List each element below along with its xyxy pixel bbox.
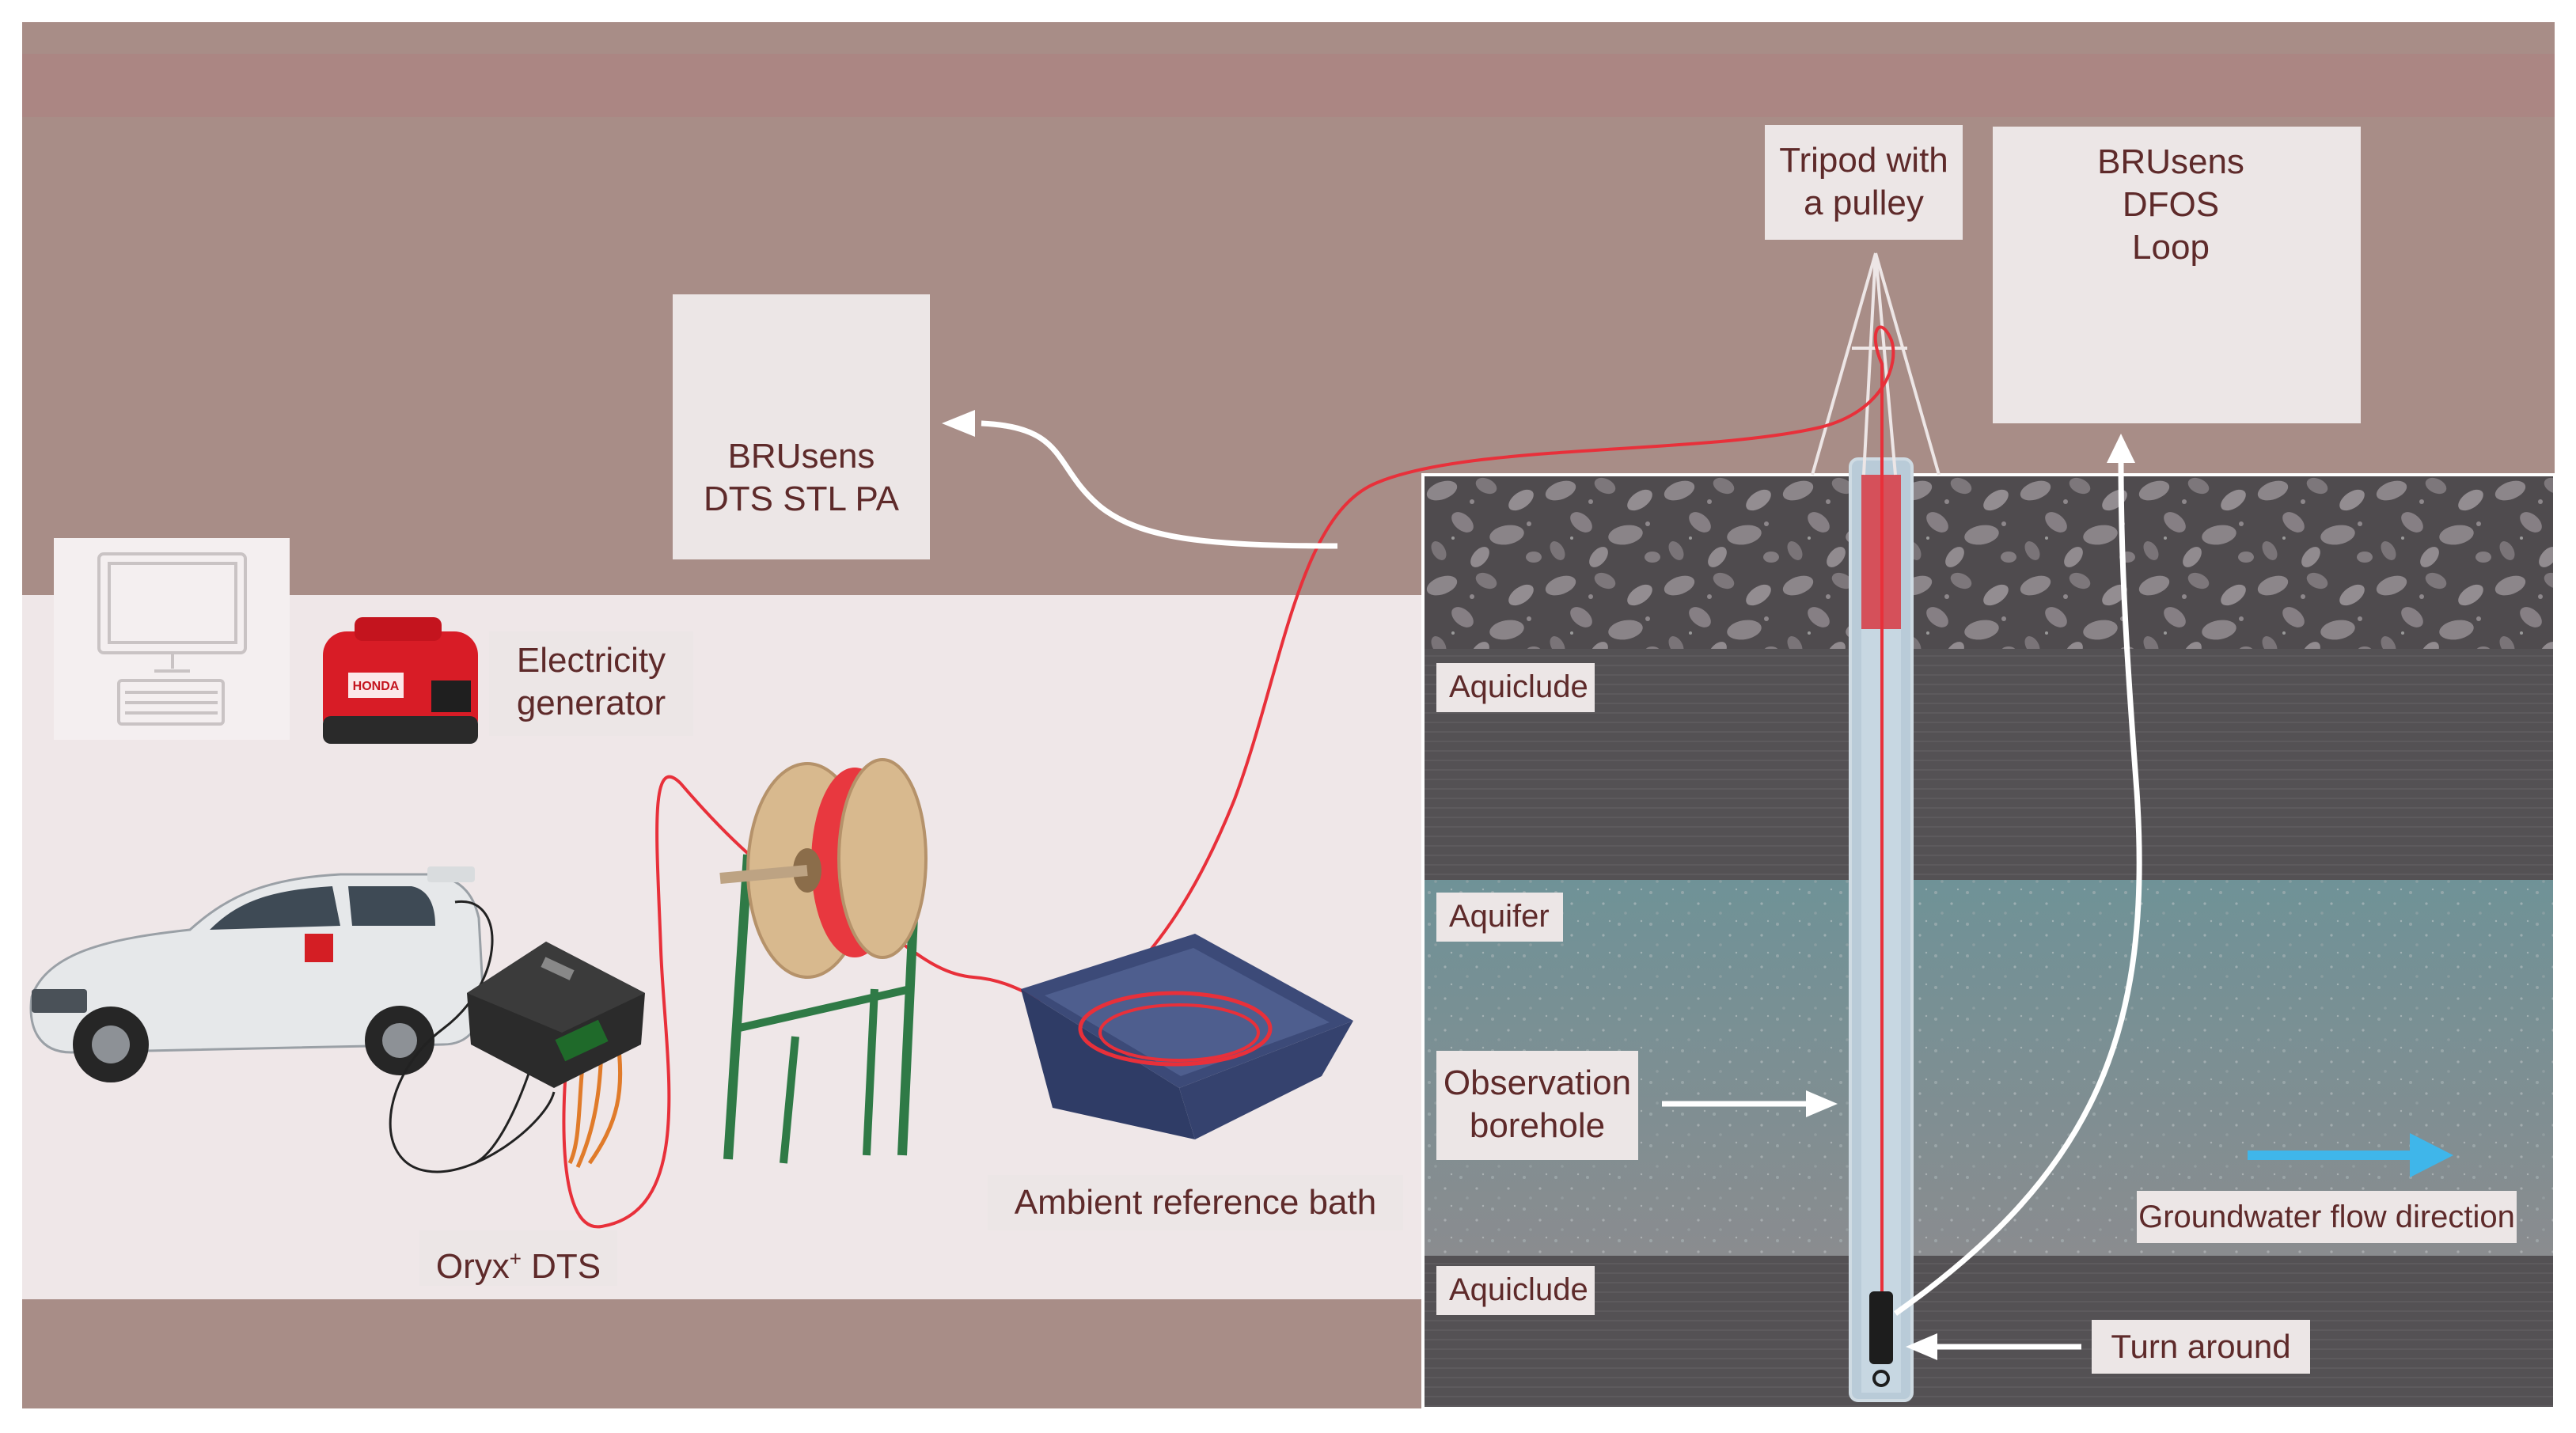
- oryx-dts-label: Oryx+ DTS: [419, 1230, 617, 1286]
- cable-label-panel: BRUsens DTS STL PA: [673, 294, 930, 559]
- oryx-dts-superscript: +: [509, 1246, 522, 1270]
- dfos-loop-panel: BRUsens DFOS Loop: [1993, 127, 2361, 423]
- dts-unit-icon: [467, 942, 645, 1088]
- section-frame: [1421, 473, 2556, 1410]
- subsurface-cross-section: [1421, 473, 2556, 1410]
- loop-callout-arrow: [1893, 458, 2142, 1316]
- cable-reel-icon: [719, 758, 928, 1164]
- dfos-loop-label-line3: Loop: [2132, 228, 2210, 267]
- borehole-label-line1: Observation: [1443, 1063, 1632, 1102]
- generator-icon: HONDA: [323, 617, 478, 744]
- turn-around-pointer-arrowhead: [1906, 1333, 1937, 1360]
- aquiclude-bottom-layer: [1423, 1256, 2555, 1408]
- aquifer-label-text: Aquifer: [1449, 899, 1550, 934]
- reference-bath-icon: [1021, 934, 1353, 1139]
- oryx-dts-name: Oryx: [435, 1246, 510, 1286]
- turn-around-label-text: Turn around: [2111, 1328, 2291, 1365]
- aquifer-label: Aquifer: [1436, 893, 1563, 942]
- tripod-label-line1: Tripod with: [1779, 141, 1948, 180]
- vehicle-to-dts-cable: [389, 900, 556, 1173]
- aquiclude-top-layer: [1423, 649, 2555, 880]
- borehole-label: Observation borehole: [1436, 1051, 1638, 1160]
- groundwater-flow-arrowhead: [2410, 1133, 2453, 1177]
- tripod-icon: [1811, 252, 1941, 476]
- aquiclude-top-label-text: Aquiclude: [1449, 669, 1588, 704]
- generator-label-line2: generator: [516, 684, 666, 722]
- dfos-loop-end-icon: [1869, 1291, 1893, 1387]
- fibre-optic-cable: [562, 325, 1895, 1329]
- dfos-loop-label: BRUsens DFOS Loop: [2080, 141, 2262, 269]
- borehole-label-line2: borehole: [1469, 1106, 1606, 1145]
- bath-label-text: Ambient reference bath: [1014, 1183, 1377, 1222]
- gravel-layer: [1423, 475, 2555, 649]
- cable-callout-arrow: [981, 420, 1338, 549]
- flow-direction-label: Groundwater flow direction: [2137, 1191, 2517, 1243]
- oryx-dts-suffix: DTS: [521, 1246, 601, 1286]
- cable-label-line2: DTS STL PA: [704, 480, 899, 518]
- borehole-pointer-arrowhead: [1806, 1090, 1838, 1117]
- dfos-loop-label-line2: DFOS: [2122, 185, 2220, 224]
- computer-icon: [97, 552, 247, 726]
- tripod-label: Tripod with a pulley: [1765, 125, 1963, 240]
- aquiclude-bottom-label: Aquiclude: [1436, 1266, 1595, 1315]
- dfos-loop-label-line1: BRUsens: [2097, 142, 2244, 181]
- oryx-dts-label-text: Oryx+ DTS: [435, 1246, 601, 1286]
- loop-callout-arrowhead: [2107, 434, 2135, 463]
- generator-label-line1: Electricity: [516, 641, 666, 680]
- generator-brand: HONDA: [353, 680, 400, 693]
- flow-direction-label-text: Groundwater flow direction: [2138, 1200, 2515, 1234]
- generator-label: Electricity generator: [489, 631, 693, 736]
- cable-label-line1: BRUsens: [727, 437, 875, 476]
- aquiclude-bottom-label-text: Aquiclude: [1449, 1272, 1588, 1307]
- computer-panel: [54, 538, 290, 740]
- tripod-label-line2: a pulley: [1804, 184, 1924, 222]
- cable-callout-arrowhead: [942, 410, 975, 437]
- aquiclude-top-label: Aquiclude: [1436, 663, 1595, 712]
- bath-label: Ambient reference bath: [988, 1175, 1403, 1230]
- turn-around-label: Turn around: [2092, 1320, 2310, 1374]
- vehicle-icon: [29, 866, 484, 1082]
- sky-band: [22, 54, 2555, 117]
